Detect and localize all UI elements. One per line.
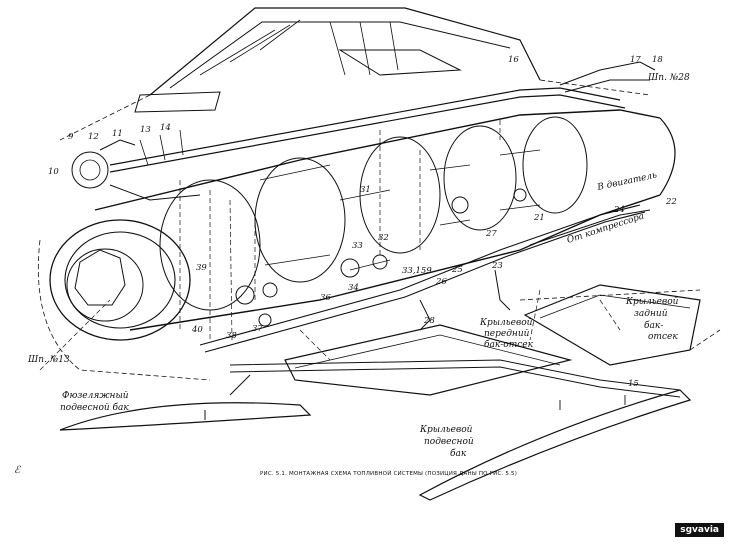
- page-mark: ℰ: [14, 465, 21, 476]
- callout-10: 10: [48, 167, 59, 177]
- callout-12: 12: [88, 132, 99, 142]
- label-wing-front-tank-2: передний: [484, 329, 530, 339]
- label-wing-drop-tank-3: бак: [450, 448, 467, 459]
- callout-22: 22: [665, 197, 677, 207]
- label-wing-rear-tank-1: Крыльевой: [625, 297, 679, 307]
- callout-25: 25: [451, 265, 463, 275]
- airframe-outline: [37, 239, 721, 381]
- callout-15: 15: [628, 379, 639, 389]
- label-to-engine: В двигатель: [596, 171, 658, 194]
- callout-33: 33: [352, 241, 363, 251]
- lower-pipes: [199, 204, 681, 398]
- label-wing-rear-tank-2: задний: [634, 309, 668, 319]
- callout-13: 13: [140, 125, 151, 135]
- watermark-badge: sgvavia: [675, 523, 724, 537]
- fuselage-body: [49, 109, 676, 341]
- label-frame-28: Шп. №28: [647, 73, 690, 83]
- callout-21: 21: [533, 213, 545, 223]
- wing-drop-tank: [418, 389, 692, 501]
- callout-numbers: 9 10 11 12 13 14 15 16 17 18 21 22 23 24…: [48, 55, 677, 389]
- leader-lines: [39, 120, 621, 371]
- wing-front-tank: [284, 324, 573, 396]
- callout-34: 34: [348, 283, 359, 293]
- callout-36: 36: [320, 293, 331, 303]
- callout-26: 26: [435, 277, 447, 287]
- callout-23: 23: [491, 261, 503, 271]
- label-frame-13: Шп. №13: [27, 355, 70, 365]
- callout-38: 38: [226, 331, 237, 341]
- callout-24: 24: [613, 205, 625, 215]
- label-wing-rear-tank-4: отсек: [648, 332, 678, 342]
- callout-16: 16: [508, 55, 519, 65]
- left-fittings: [71, 129, 201, 201]
- callout-27: 27: [485, 229, 497, 239]
- wing-structure: [59, 7, 651, 141]
- callout-40: 40: [191, 325, 203, 335]
- labels: Шп. №13 Шп. №28 В двигатель От компрессо…: [27, 73, 690, 459]
- callout-28: 28: [423, 316, 435, 326]
- label-wing-front-tank-3: бак-отсек: [484, 339, 534, 350]
- label-fuselage-tank-2: подвесной бак: [60, 402, 129, 413]
- callout-18: 18: [652, 55, 663, 65]
- callout-37: 37: [252, 324, 263, 334]
- callout-17: 17: [630, 55, 641, 65]
- callout-39: 39: [196, 263, 207, 273]
- label-wing-rear-tank-3: бак-: [644, 320, 663, 331]
- label-fuselage-tank-1: Фюзеляжный: [62, 391, 129, 401]
- label-wing-front-tank-1: Крыльевой: [479, 318, 533, 328]
- label-wing-drop-tank-2: подвесной: [424, 437, 474, 447]
- upper-pipes: [109, 61, 656, 173]
- label-wing-drop-tank-1: Крыльевой: [419, 425, 473, 435]
- callout-9: 9: [68, 132, 74, 142]
- callout-11: 11: [112, 129, 123, 139]
- callout-33-159: 33,159: [402, 266, 432, 276]
- figure-caption: РИС. 5.1. МОНТАЖНАЯ СХЕМА ТОПЛИВНОЙ СИСТ…: [260, 470, 517, 477]
- wing-rear-tank: [523, 284, 701, 366]
- callout-32: 32: [378, 233, 389, 243]
- fuselage-drop-tank: [59, 374, 312, 431]
- callout-31: 31: [360, 185, 371, 195]
- callout-14: 14: [160, 123, 171, 133]
